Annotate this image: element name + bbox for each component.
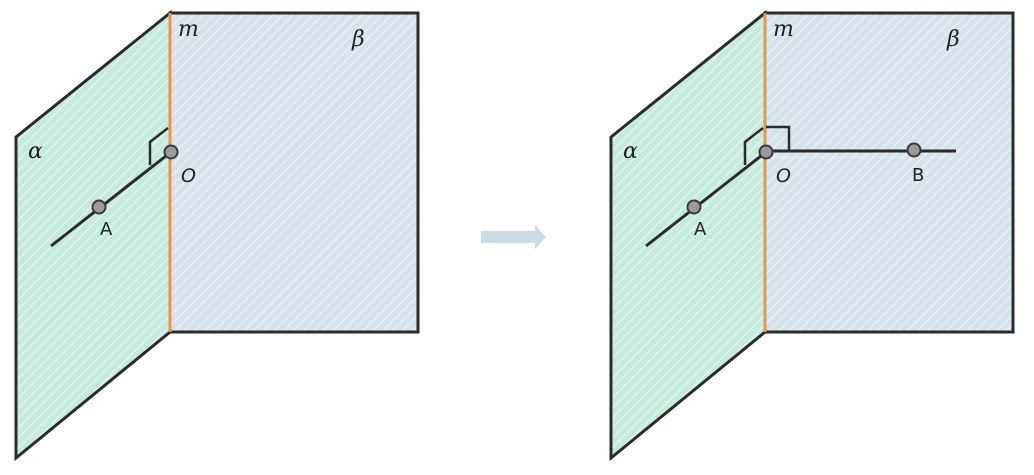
right-plane-alpha bbox=[609, 9, 767, 462]
right-point-a bbox=[686, 199, 702, 215]
right-segment-oa bbox=[645, 150, 767, 248]
left-segment-oa bbox=[50, 150, 172, 248]
left-point-a bbox=[91, 199, 107, 215]
right-label-beta: β bbox=[946, 27, 960, 52]
right-label-m: m bbox=[773, 17, 794, 42]
left-label-a: A bbox=[100, 219, 113, 240]
left-label-beta: β bbox=[351, 27, 365, 52]
left-label-o: O bbox=[181, 165, 196, 187]
left-figure: α β m O A bbox=[14, 9, 420, 462]
right-label-alpha: α bbox=[623, 139, 638, 164]
right-label-b: B bbox=[912, 165, 924, 186]
right-right-angle-mark-beta bbox=[766, 125, 791, 150]
left-point-o bbox=[163, 144, 179, 160]
right-label-o: O bbox=[776, 165, 791, 187]
left-label-alpha: α bbox=[28, 139, 43, 164]
left-label-m: m bbox=[178, 17, 199, 42]
left-plane-beta bbox=[168, 11, 420, 334]
left-plane-alpha bbox=[14, 9, 172, 462]
right-right-angle-mark-alpha bbox=[743, 127, 764, 165]
right-label-a: A bbox=[694, 219, 707, 240]
left-right-angle-mark bbox=[148, 127, 169, 165]
right-plane-beta bbox=[763, 11, 1015, 334]
right-arrow-icon bbox=[481, 225, 546, 249]
right-figure: α β m O A B bbox=[609, 9, 1015, 462]
right-point-o bbox=[758, 144, 774, 160]
right-point-b bbox=[906, 142, 922, 158]
